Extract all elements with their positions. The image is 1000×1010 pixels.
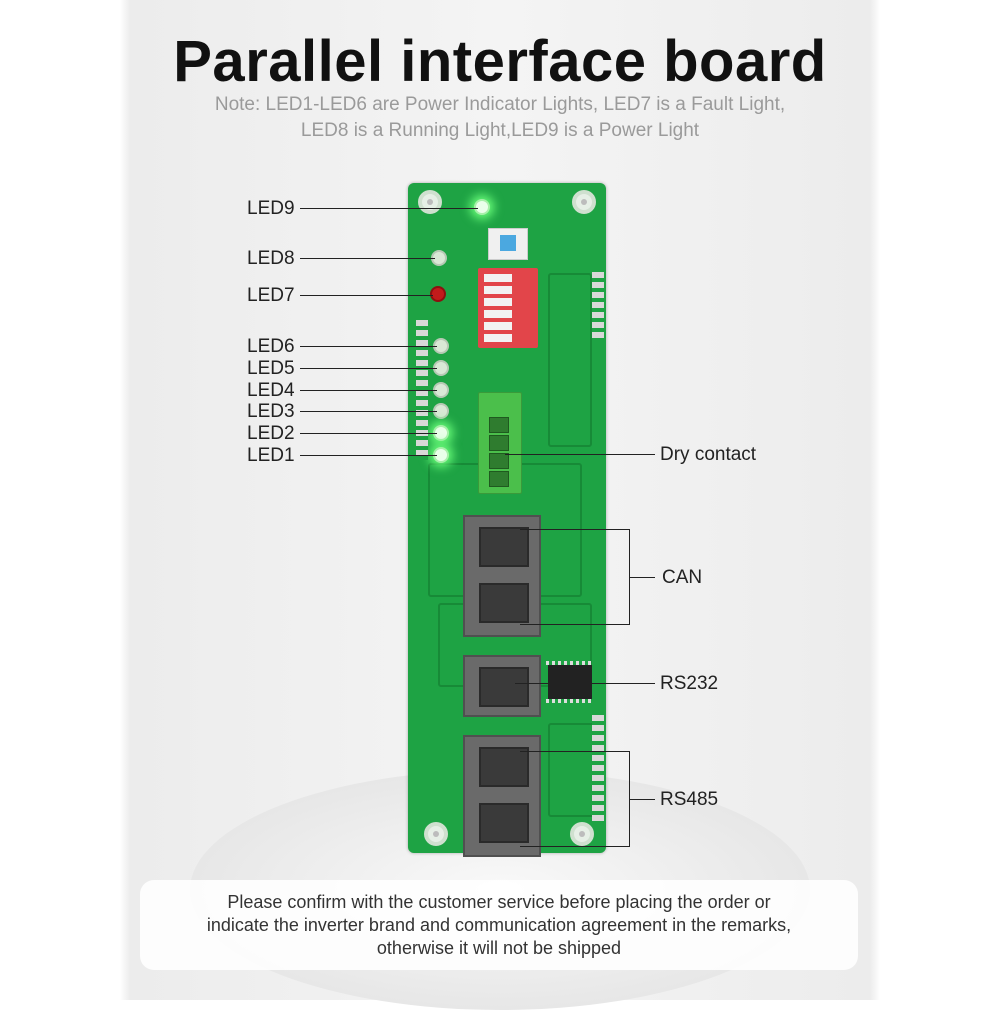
leader-line [300, 433, 437, 434]
can-ports [463, 515, 541, 637]
dry-contact-terminal [478, 392, 522, 494]
ic-chip [546, 661, 594, 703]
label-led7: LED7 [247, 285, 295, 306]
mount-hole-icon [572, 190, 596, 214]
notice-line-2: indicate the inverter brand and communic… [206, 915, 792, 935]
led7-indicator [430, 286, 446, 302]
label-rs485: RS485 [660, 789, 719, 810]
leader-line [505, 454, 655, 455]
label-led8: LED8 [247, 248, 295, 269]
led-note: Note: LED1-LED6 are Power Indicator Ligh… [0, 92, 1000, 144]
leader-line [300, 346, 437, 347]
bracket-line [520, 529, 630, 530]
pcb-trace [548, 273, 592, 447]
label-can: CAN [662, 567, 703, 588]
page-title: Parallel interface board [173, 29, 827, 94]
label-rs232: RS232 [660, 673, 719, 694]
label-led5: LED5 [247, 358, 295, 379]
header-pins [592, 715, 604, 825]
note-line-2: LED8 is a Running Light,LED9 is a Power … [300, 120, 700, 141]
leader-line [300, 455, 437, 456]
notice-line-3: otherwise it will not be shipped [376, 938, 622, 958]
mount-hole-icon [424, 822, 448, 846]
label-dry-contact: Dry contact [660, 444, 757, 465]
order-notice: Please confirm with the customer service… [140, 880, 858, 970]
dip-switch [478, 268, 538, 348]
leader-line [300, 411, 437, 412]
mount-hole-icon [570, 822, 594, 846]
rs232-port [463, 655, 541, 717]
leader-line [300, 208, 478, 209]
label-led1: LED1 [247, 445, 295, 466]
header-pins [592, 272, 604, 342]
bracket-line [520, 624, 630, 625]
reset-switch [488, 228, 528, 260]
bracket-line [520, 846, 630, 847]
leader-line [300, 368, 437, 369]
led9-indicator [474, 199, 490, 215]
rs485-ports [463, 735, 541, 857]
mount-hole-icon [418, 190, 442, 214]
notice-line-1: Please confirm with the customer service… [227, 892, 771, 912]
leader-line [300, 258, 435, 259]
leader-line [300, 295, 433, 296]
bracket-line [520, 751, 630, 752]
bracket-line [629, 577, 655, 578]
label-led3: LED3 [247, 401, 295, 422]
label-led4: LED4 [247, 380, 295, 401]
leader-line [300, 390, 437, 391]
label-led6: LED6 [247, 336, 295, 357]
bracket-line [629, 799, 655, 800]
label-led2: LED2 [247, 423, 295, 444]
leader-line [515, 683, 655, 684]
label-led9: LED9 [247, 198, 295, 219]
note-line-1: Note: LED1-LED6 are Power Indicator Ligh… [214, 94, 786, 115]
